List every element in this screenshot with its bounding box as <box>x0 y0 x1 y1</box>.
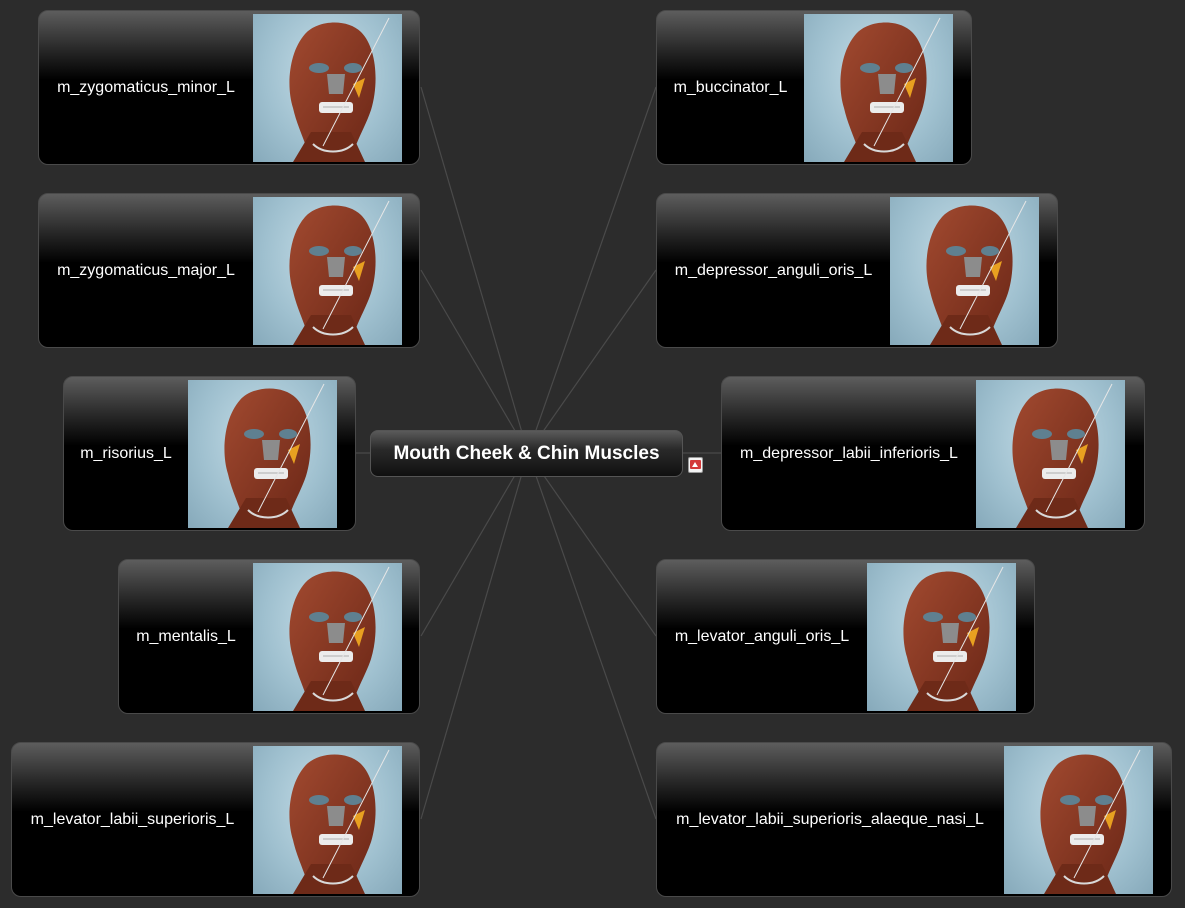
face-muscle-image <box>1004 746 1153 894</box>
central-topic-title: Mouth Cheek & Chin Muscles <box>393 442 660 464</box>
topic-label: m_depressor_anguli_oris_L <box>674 261 873 279</box>
topic-risorius[interactable]: m_risorius_L <box>63 376 356 531</box>
topic-levator-labii-superioris-alaeque-nasi[interactable]: m_levator_labii_superioris_alaeque_nasi_… <box>656 742 1172 897</box>
topic-buccinator[interactable]: m_buccinator_L <box>656 10 972 165</box>
topic-levator-anguli-oris[interactable]: m_levator_anguli_oris_L <box>656 559 1035 714</box>
face-muscle-image <box>976 380 1125 528</box>
topic-label: m_levator_labii_superioris_L <box>30 810 235 828</box>
topic-label: m_depressor_labii_inferioris_L <box>740 444 958 462</box>
face-muscle-image <box>890 197 1039 345</box>
central-topic[interactable]: Mouth Cheek & Chin Muscles <box>370 430 683 477</box>
topic-label: m_zygomaticus_major_L <box>57 261 235 279</box>
topic-label: m_levator_anguli_oris_L <box>674 627 850 645</box>
topic-label: m_mentalis_L <box>136 627 236 645</box>
face-muscle-image <box>188 380 337 528</box>
face-muscle-image <box>253 746 402 894</box>
topic-label: m_buccinator_L <box>673 78 788 96</box>
topic-zygomaticus-major[interactable]: m_zygomaticus_major_L <box>38 193 420 348</box>
topic-label: m_zygomaticus_minor_L <box>57 78 235 96</box>
face-muscle-image <box>253 14 402 162</box>
topic-depressor-labii-inferioris[interactable]: m_depressor_labii_inferioris_L <box>721 376 1145 531</box>
topic-levator-labii-superioris[interactable]: m_levator_labii_superioris_L <box>11 742 420 897</box>
topic-label: m_levator_labii_superioris_alaeque_nasi_… <box>676 810 984 828</box>
topic-zygomaticus-minor[interactable]: m_zygomaticus_minor_L <box>38 10 420 165</box>
face-muscle-image <box>253 563 402 711</box>
pdf-attachment-icon[interactable] <box>688 457 703 473</box>
topic-depressor-anguli-oris[interactable]: m_depressor_anguli_oris_L <box>656 193 1058 348</box>
topic-mentalis[interactable]: m_mentalis_L <box>118 559 420 714</box>
face-muscle-image <box>867 563 1016 711</box>
topic-label: m_risorius_L <box>80 444 172 462</box>
face-muscle-image <box>253 197 402 345</box>
face-muscle-image <box>804 14 953 162</box>
